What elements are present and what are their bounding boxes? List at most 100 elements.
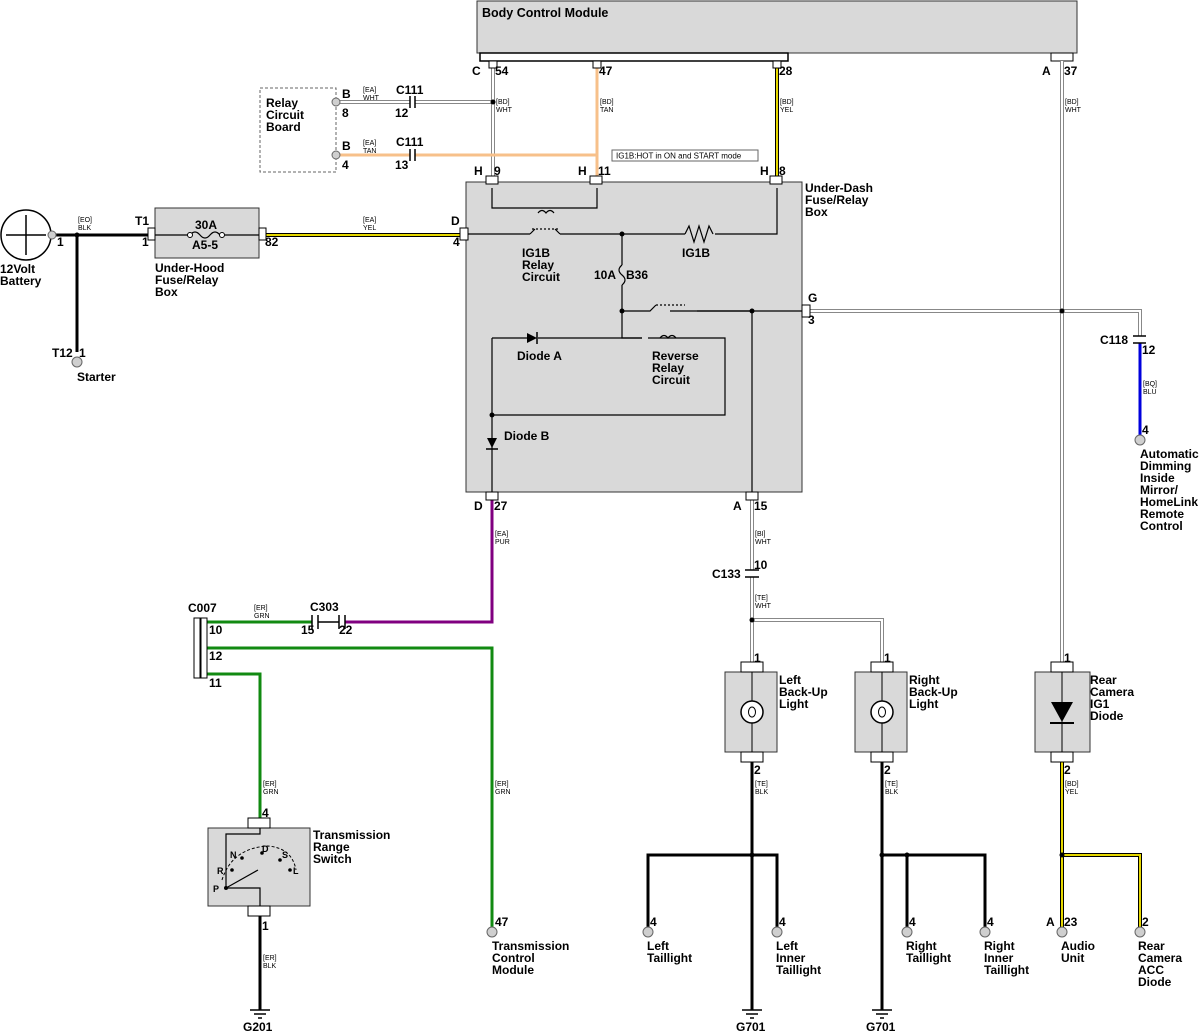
wire-color: BLK [885, 789, 899, 796]
wire-color: PUR [495, 539, 510, 546]
ud-pin-3 [801, 304, 811, 318]
pin-label: 47 [495, 915, 509, 929]
trs-label: Range [313, 840, 350, 854]
tcm-label: Transmission [492, 939, 569, 953]
wire-color: BLU [1143, 389, 1157, 396]
wire-color: GRN [495, 789, 511, 796]
wire-color: WHT [496, 107, 513, 114]
fuse-label: 30A [195, 218, 217, 232]
wire-color: YEL [363, 225, 376, 232]
wire-code: [EA] [363, 140, 376, 147]
relay-board-label: Relay [266, 96, 298, 110]
under-hood-label: Box [155, 285, 178, 299]
wire-code: [TE] [755, 781, 768, 788]
wire-code: [EA] [363, 87, 376, 94]
mirror-label: HomeLink [1140, 495, 1198, 509]
right-backup-label: Back-Up [909, 685, 958, 699]
pin-label: 11 [598, 164, 611, 178]
ud-pin-11 [589, 175, 603, 185]
g701-label: G701 [866, 1020, 896, 1034]
tcm-label: Module [492, 963, 534, 977]
wire-color: GRN [254, 613, 270, 620]
trs-label: Transmission [313, 828, 390, 842]
pin-label: 27 [494, 499, 508, 513]
wire-color: WHT [755, 539, 772, 546]
wire-color: WHT [755, 603, 772, 610]
wire-color: TAN [363, 148, 376, 155]
t1-pin [147, 227, 156, 241]
pin-label: A [733, 499, 742, 513]
right-taillight-label: Taillight [906, 951, 951, 965]
trs-position: S [282, 850, 288, 860]
left-taillight-label: Taillight [647, 951, 692, 965]
left-backup-label: Back-Up [779, 685, 828, 699]
ig1b-relay-label: IG1B [522, 246, 550, 260]
ud-pin-27 [485, 491, 499, 501]
trs-position: P [213, 884, 219, 894]
pin-label: 1 [754, 651, 761, 665]
under-dash-label: Under-Dash [805, 181, 873, 195]
pin-label: 2 [754, 763, 761, 777]
pin-label: 1 [142, 235, 149, 249]
relay-board-label: Circuit [266, 108, 304, 122]
wire-code: [BD] [1065, 781, 1079, 788]
pin-label: 4 [262, 806, 269, 820]
wire-bcm54-wht [340, 61, 496, 180]
mirror-label: Control [1140, 519, 1183, 533]
mirror-label: Inside [1140, 471, 1175, 485]
wire-code: [BD] [780, 99, 794, 106]
rear-cam-acc-label: Rear [1138, 939, 1165, 953]
audio-unit-label: Audio [1061, 939, 1095, 953]
bcm-title: Body Control Module [482, 6, 608, 20]
ig1b-relay-label: Circuit [522, 270, 560, 284]
reverse-relay-label: Circuit [652, 373, 690, 387]
diode-b-label: Diode B [504, 429, 550, 443]
pin-label: 4 [779, 915, 786, 929]
rear-cam-diode-label: Rear [1090, 673, 1117, 687]
ig1b-note: IG1B:HOT in ON and START mode [616, 152, 742, 161]
ig1b-resistor-label: IG1B [682, 246, 710, 260]
left-inner-taillight-label: Left [776, 939, 798, 953]
wire-grn [207, 620, 494, 928]
pin-label: 2 [884, 763, 891, 777]
mirror-label: Automatic [1140, 447, 1199, 461]
under-dash-internals [468, 188, 808, 492]
pin-label: A [1046, 915, 1055, 929]
ud-pin-8 [769, 175, 783, 185]
rear-cam-diode-label: Camera [1090, 685, 1134, 699]
c118-label: C118 [1100, 333, 1128, 347]
diode-icon [1050, 672, 1074, 752]
ig1b-note-box [611, 149, 759, 162]
t1-label: T1 [135, 214, 149, 228]
wire-color: BLK [263, 963, 277, 970]
pin-label: 8 [779, 164, 786, 178]
wire-code: [TE] [755, 595, 768, 602]
right-backup-label: Right [909, 673, 940, 687]
c111-connector [409, 96, 416, 108]
pin-label: 4 [342, 158, 349, 172]
bcm-pin-label: 47 [599, 64, 613, 78]
pin-label: 2 [1142, 915, 1149, 929]
pin-label: B [342, 87, 351, 101]
right-taillight-label: Right [906, 939, 937, 953]
c111-label: C111 [396, 135, 424, 149]
right-backup-label: Light [909, 697, 938, 711]
fuse-30a-icon [155, 231, 259, 239]
c303-connector [311, 615, 346, 629]
wire-code: [BD] [496, 99, 510, 106]
trs-position: R [217, 866, 224, 876]
pin-label: D [474, 499, 483, 513]
bcm-pin-label: 28 [779, 64, 793, 78]
pin-label: H [760, 164, 769, 178]
starter-label: Starter [77, 370, 116, 384]
tcm-label: Control [492, 951, 535, 965]
ud-pin-4 [459, 227, 469, 241]
wire-color: BLK [755, 789, 769, 796]
trs-position: L [293, 866, 299, 876]
rear-cam-acc-label: ACC [1138, 963, 1164, 977]
fuse-label: B36 [626, 268, 648, 282]
wire-code: [EA] [495, 531, 508, 538]
pin-label: 4 [650, 915, 657, 929]
rear-cam-acc-label: Camera [1138, 951, 1182, 965]
wire-color: GRN [263, 789, 279, 796]
